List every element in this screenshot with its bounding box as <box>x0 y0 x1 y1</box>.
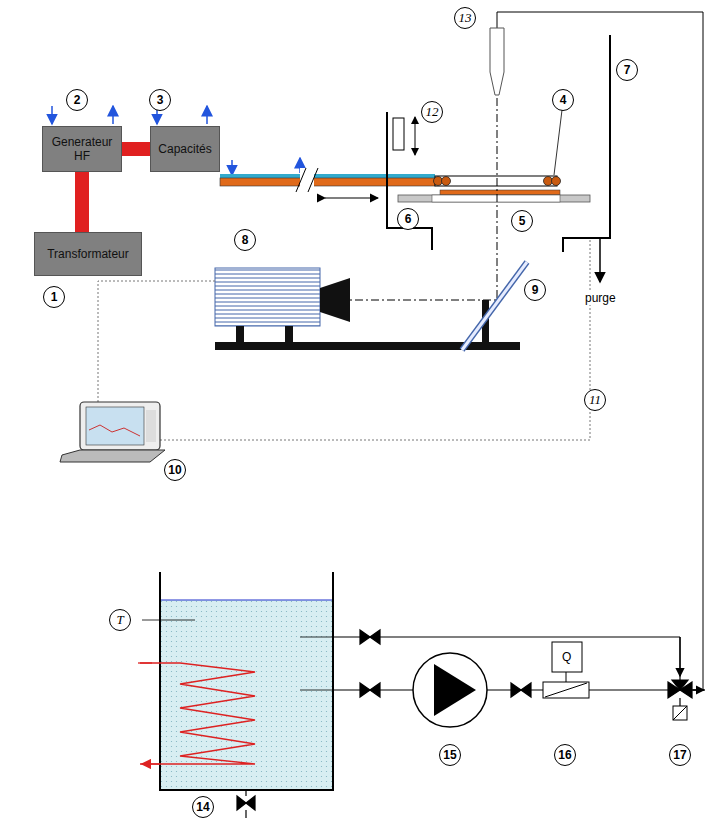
pump <box>434 664 476 716</box>
mirror <box>462 262 527 350</box>
callout-number: 7 <box>616 59 638 81</box>
slide-arrow <box>415 136 416 155</box>
inductor-tube <box>220 110 562 192</box>
box-label: Generateur HF <box>47 135 117 164</box>
callout-number: 5 <box>511 210 533 232</box>
callout-number: 6 <box>397 208 419 230</box>
equipment-box: Generateur HF <box>42 126 122 172</box>
flowmeter <box>545 683 587 697</box>
equipment-box: Capacités <box>150 126 220 172</box>
computer <box>60 402 165 462</box>
callout-number: 16 <box>554 744 576 766</box>
callout-number: 13 <box>454 7 476 29</box>
callout-number: 15 <box>439 744 461 766</box>
flowmeter-display <box>552 642 582 672</box>
callout-number: 14 <box>192 796 214 818</box>
power-link <box>82 172 83 232</box>
part-label: Q <box>560 650 573 664</box>
slide-arrow <box>415 117 416 136</box>
sample-plate <box>398 190 590 202</box>
callout-number: 8 <box>234 229 256 251</box>
flowmeter <box>543 682 589 698</box>
callout-number: 10 <box>164 459 186 481</box>
spray-nozzle <box>490 28 504 95</box>
callout-number: 9 <box>524 279 546 301</box>
equipment-box: Transformateur <box>34 232 142 276</box>
thermostatic-tank <box>138 572 333 790</box>
callout-number: 1 <box>43 286 65 308</box>
hydraulic-loop <box>237 630 705 818</box>
power-link <box>122 149 150 150</box>
box-label: Capacités <box>158 142 211 156</box>
callout-number: 2 <box>66 89 88 111</box>
mirror <box>462 262 527 350</box>
travel-arrow <box>325 197 378 198</box>
callout-number: 3 <box>149 89 171 111</box>
flowmeter <box>566 672 567 682</box>
supply-pipe <box>497 12 703 690</box>
callout-number: 17 <box>669 744 691 766</box>
signal-line <box>98 281 215 402</box>
callout-number: T <box>109 609 131 631</box>
callout-number: 11 <box>584 389 606 411</box>
return-arrow <box>679 637 680 676</box>
purge-arrow <box>599 238 601 282</box>
signal-line <box>160 240 590 440</box>
valve-actuator <box>673 706 687 720</box>
box-label: Transformateur <box>47 247 129 261</box>
slider <box>393 118 404 150</box>
part-label: purge <box>583 291 618 305</box>
callout-number: 12 <box>421 101 443 123</box>
pump <box>413 653 487 727</box>
callout-number: 4 <box>552 89 574 111</box>
optical-axis <box>350 98 497 300</box>
valve-actuator <box>673 706 687 720</box>
